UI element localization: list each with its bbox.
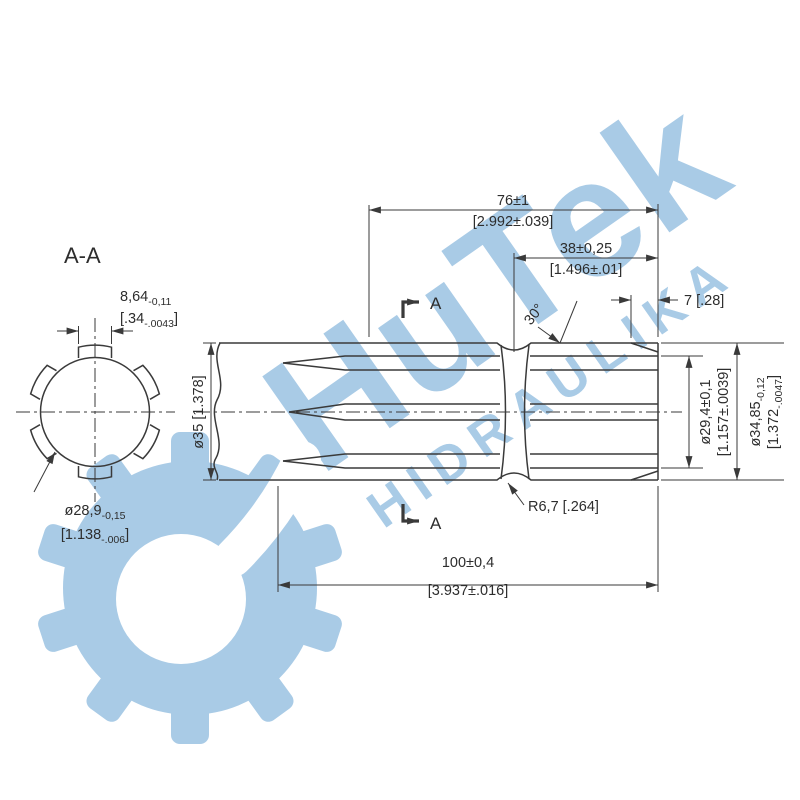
gear-swirl-cutout xyxy=(116,534,246,664)
dim-text-38-mm: 38±0,25 xyxy=(560,241,612,257)
shaft-bottom-edge xyxy=(219,472,658,481)
dim-value: 8,64 xyxy=(120,289,148,305)
dim-value: [.34 xyxy=(120,311,144,327)
dim-text-dia35: ø35 [1.378] xyxy=(191,375,207,448)
dim-text-tooth-width-mm: 8,64-0,11 xyxy=(120,289,172,308)
dim-text-dia3485-mm: ø34,85-0,12 xyxy=(748,377,767,446)
dim-value: ø28,9 xyxy=(64,503,101,519)
drawing-labels: A-A 8,64-0,11 [.34-.0043] ø28,9-0,15 [1.… xyxy=(61,193,785,599)
section-spline-tooth xyxy=(133,424,161,460)
section-cut-mark-bottom xyxy=(401,504,419,525)
dim-tolerance: -.0043 xyxy=(144,318,174,330)
dim-text-dia294-inch: [1.157±.0039] xyxy=(716,368,732,457)
section-root-circle xyxy=(39,356,151,468)
dim-close: ] xyxy=(125,527,129,543)
watermark: HuTek HIDRAULIKA xyxy=(38,60,759,744)
spline-profile-top-lower xyxy=(282,362,500,371)
dim-value: [1.138 xyxy=(61,527,101,543)
dim-tolerance: -.006 xyxy=(101,534,125,546)
section-mark-label-bottom: A xyxy=(430,514,442,533)
dim-close: ] xyxy=(766,375,782,379)
section-spline-tooth xyxy=(29,424,57,460)
spline-profile-mid-upper xyxy=(288,403,500,413)
dim-text-100-inch: [3.937±.016] xyxy=(428,583,509,599)
dim-text-100-mm: 100±0,4 xyxy=(442,555,494,571)
angle-reference-line xyxy=(559,300,578,344)
dim-text-section-dia-mm: ø28,9-0,15 xyxy=(64,503,125,522)
end-chamfer-bottom xyxy=(630,470,659,481)
dim-tolerance: -0,11 xyxy=(148,296,171,308)
leader-chamfer-angle xyxy=(537,326,561,344)
leader-groove-radius xyxy=(507,482,525,506)
section-cut-mark-top xyxy=(401,298,419,318)
dim-value: [1.372 xyxy=(766,409,782,449)
end-chamfer-top xyxy=(630,342,659,353)
section-spline-tooth xyxy=(77,344,113,358)
spline-profile-top-upper xyxy=(282,355,500,364)
dim-text-groove-radius: R6,7 [.264] xyxy=(528,499,599,515)
dim-value: ø34,85 xyxy=(748,401,764,446)
section-spline-tooth xyxy=(77,466,113,480)
dim-tolerance: -.0047 xyxy=(773,379,785,409)
spline-profile-bottom-upper xyxy=(282,453,500,462)
section-view-title: A-A xyxy=(64,243,101,268)
section-spline-tooth xyxy=(133,364,161,400)
dim-text-76-mm: 76±1 xyxy=(497,193,529,209)
dim-text-38-inch: [1.496±.01] xyxy=(550,262,622,278)
spline-profile-mid-lower xyxy=(288,411,500,421)
dim-text-dia3485-inch: [1.372-.0047] xyxy=(766,375,785,449)
dim-tolerance: -0,12 xyxy=(755,377,767,401)
dim-text-dia294-mm: ø29,4±0,1 xyxy=(698,379,714,444)
spline-profile-bottom-lower xyxy=(282,460,500,469)
dim-text-tooth-width-inch: [.34-.0043] xyxy=(120,311,178,330)
dim-text-7: 7 [.28] xyxy=(684,293,724,309)
dim-tolerance: -0,15 xyxy=(102,510,126,522)
dim-close: ] xyxy=(174,311,178,327)
drawing-geometry xyxy=(16,204,784,592)
dim-text-section-dia-inch: [1.138-.006] xyxy=(61,527,129,546)
gear-swirl-tail xyxy=(214,441,321,577)
section-spline-tooth xyxy=(29,364,57,400)
dim-text-76-inch: [2.992±.039] xyxy=(473,214,554,230)
section-mark-label-top: A xyxy=(430,294,442,313)
shaft-break-line xyxy=(213,342,222,481)
leader-section-diameter xyxy=(33,451,56,493)
gear-logo xyxy=(38,432,342,744)
